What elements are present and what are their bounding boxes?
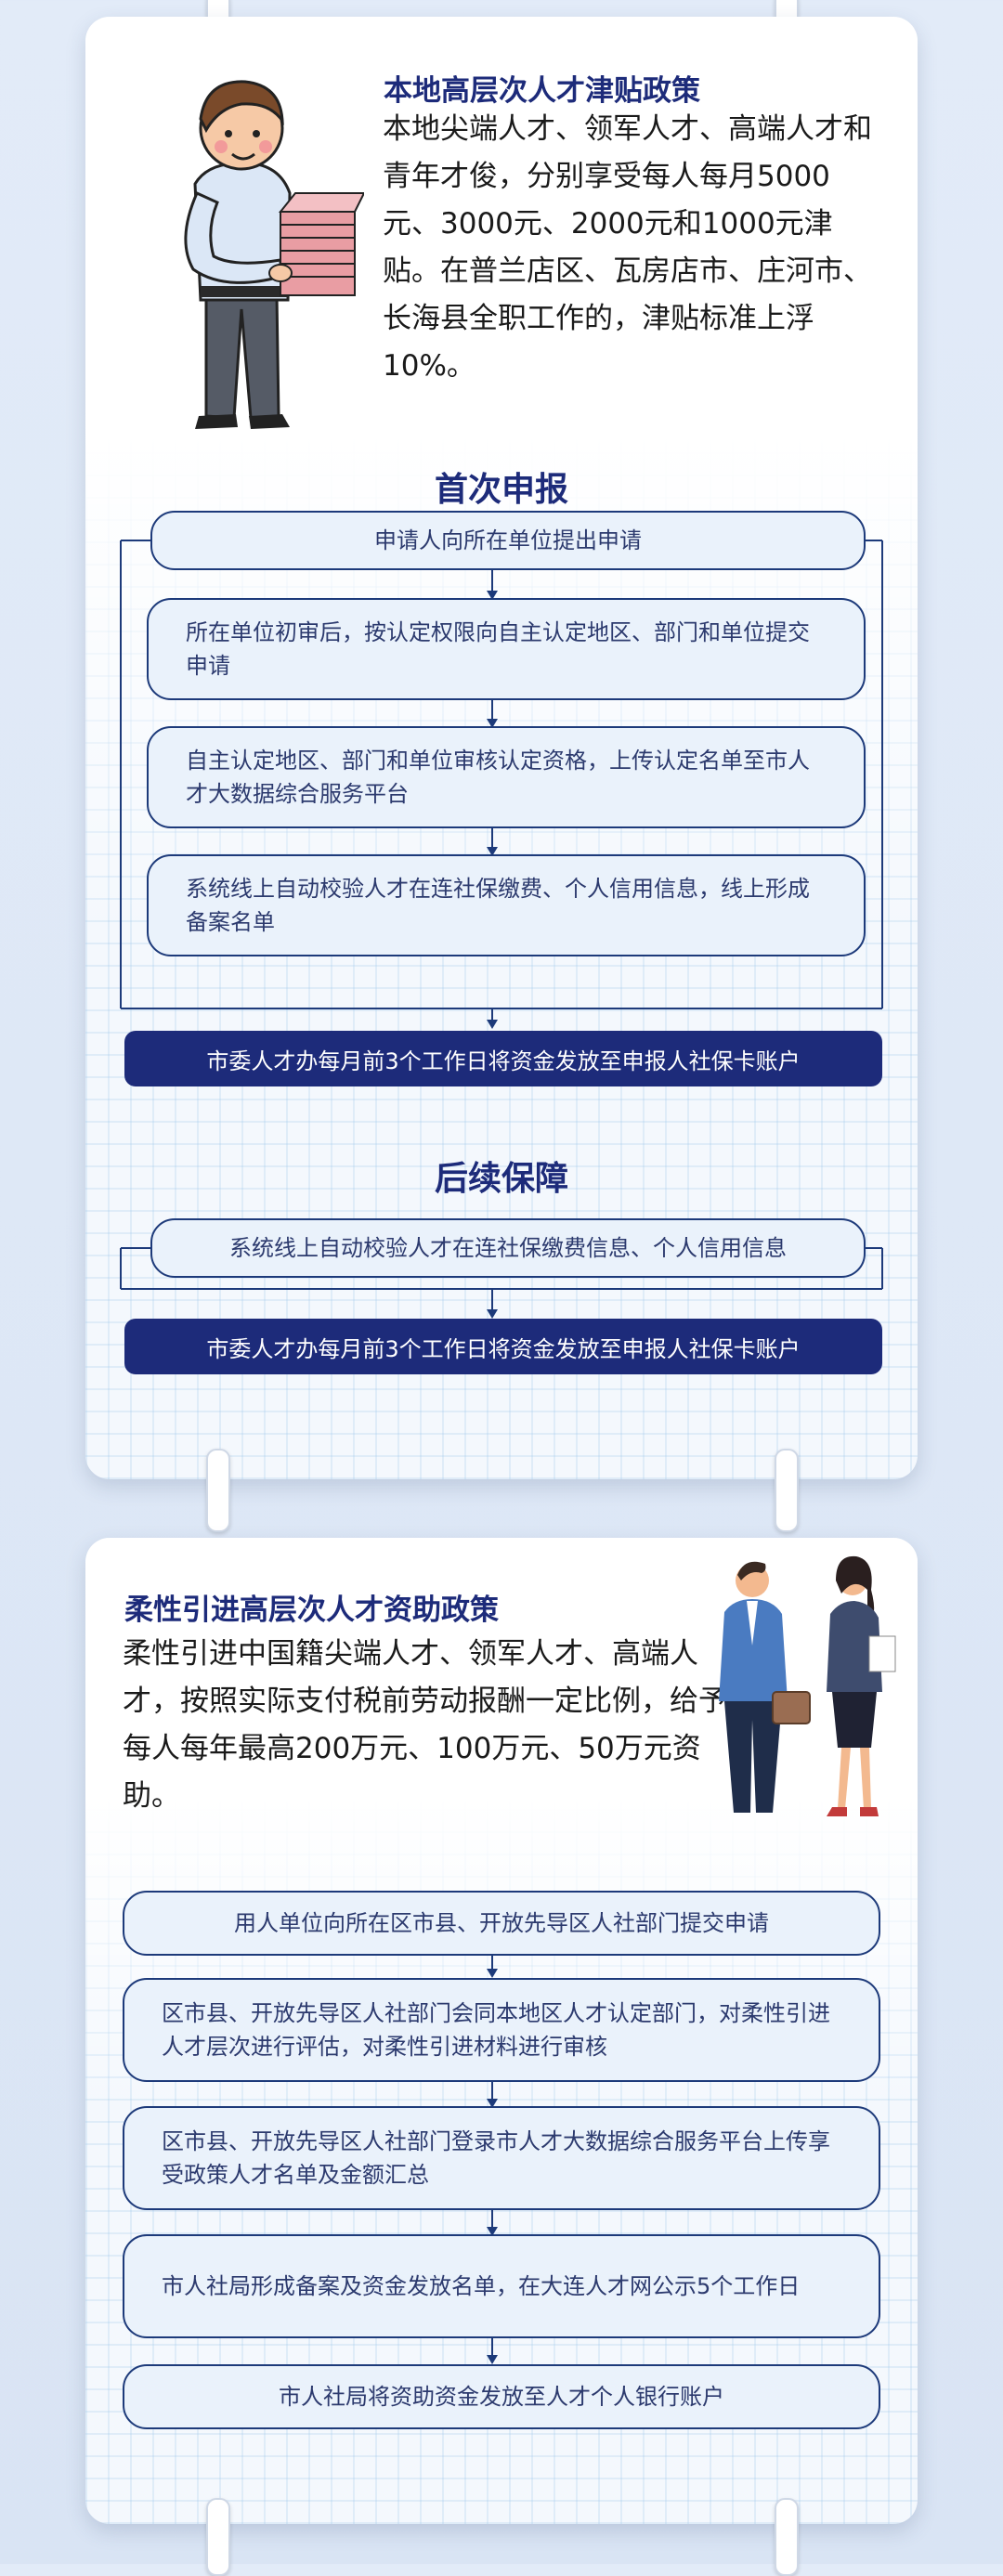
follow-up-step: 系统线上自动校验人才在连社保缴费信息、个人信用信息 xyxy=(150,1218,866,1278)
hanger-hook xyxy=(775,1449,799,1532)
business-people-illustration xyxy=(719,1555,896,1816)
flow-result-1: 市委人才办每月前3个工作日将资金发放至申报人社保卡账户 xyxy=(124,1031,882,1086)
flex-flow-step-3: 区市县、开放先导区人社部门登录市人才大数据综合服务平台上传享受政策人才名单及金额… xyxy=(123,2106,880,2210)
flow-step-2: 所在单位初审后，按认定权限向自主认定地区、部门和单位提交申请 xyxy=(147,598,866,700)
flexible-talent-flow-connectors xyxy=(487,1956,498,2364)
flexible-talent-policy-panel: 柔性引进高层次人才资助政策 柔性引进中国籍尖端人才、领军人才、高端人才，按照实际… xyxy=(85,1538,918,2524)
first-application-title: 首次申报 xyxy=(434,471,568,509)
hanger-hook xyxy=(206,1449,230,1532)
flexible-talent-policy-description: 柔性引进中国籍尖端人才、领军人才、高端人才，按照实际支付税前劳动报酬一定比例，给… xyxy=(123,1637,727,1813)
flexible-talent-policy-title: 柔性引进高层次人才资助政策 xyxy=(124,1594,499,1627)
allowance-policy-title: 本地高层次人才津贴政策 xyxy=(384,74,700,108)
flow-step-1: 申请人向所在单位提出申请 xyxy=(150,511,866,570)
follow-up-title: 后续保障 xyxy=(434,1160,568,1198)
allowance-policy-description: 本地尖端人才、领军人才、高端人才和青年才俊，分别享受每人每月5000元、3000… xyxy=(383,112,872,383)
allowance-policy-panel: 本地高层次人才津贴政策 本地尖端人才、领军人才、高端人才和青年才俊，分别享受每人… xyxy=(85,17,918,1479)
flex-flow-step-2: 区市县、开放先导区人社部门会同本地区人才认定部门，对柔性引进人才层次进行评估，对… xyxy=(123,1978,880,2082)
flex-flow-step-1: 用人单位向所在区市县、开放先导区人社部门提交申请 xyxy=(123,1891,880,1956)
hanger-hook xyxy=(775,2498,799,2576)
flow-step-4: 系统线上自动校验人才在连社保缴费、个人信用信息，线上形成备案名单 xyxy=(147,854,866,956)
flex-flow-step-4: 市人社局形成备案及资金发放名单，在大连人才网公示5个工作日 xyxy=(123,2234,880,2338)
flow-step-3: 自主认定地区、部门和单位审核认定资格，上传认定名单至市人才大数据综合服务平台 xyxy=(147,726,866,828)
follow-up-result: 市委人才办每月前3个工作日将资金发放至申报人社保卡账户 xyxy=(124,1319,882,1374)
flex-flow-step-5: 市人社局将资助资金发放至人才个人银行账户 xyxy=(123,2364,880,2429)
man-with-money-illustration xyxy=(184,80,364,429)
first-application-flow-connectors xyxy=(120,540,883,1319)
hanger-hook xyxy=(206,2498,230,2576)
